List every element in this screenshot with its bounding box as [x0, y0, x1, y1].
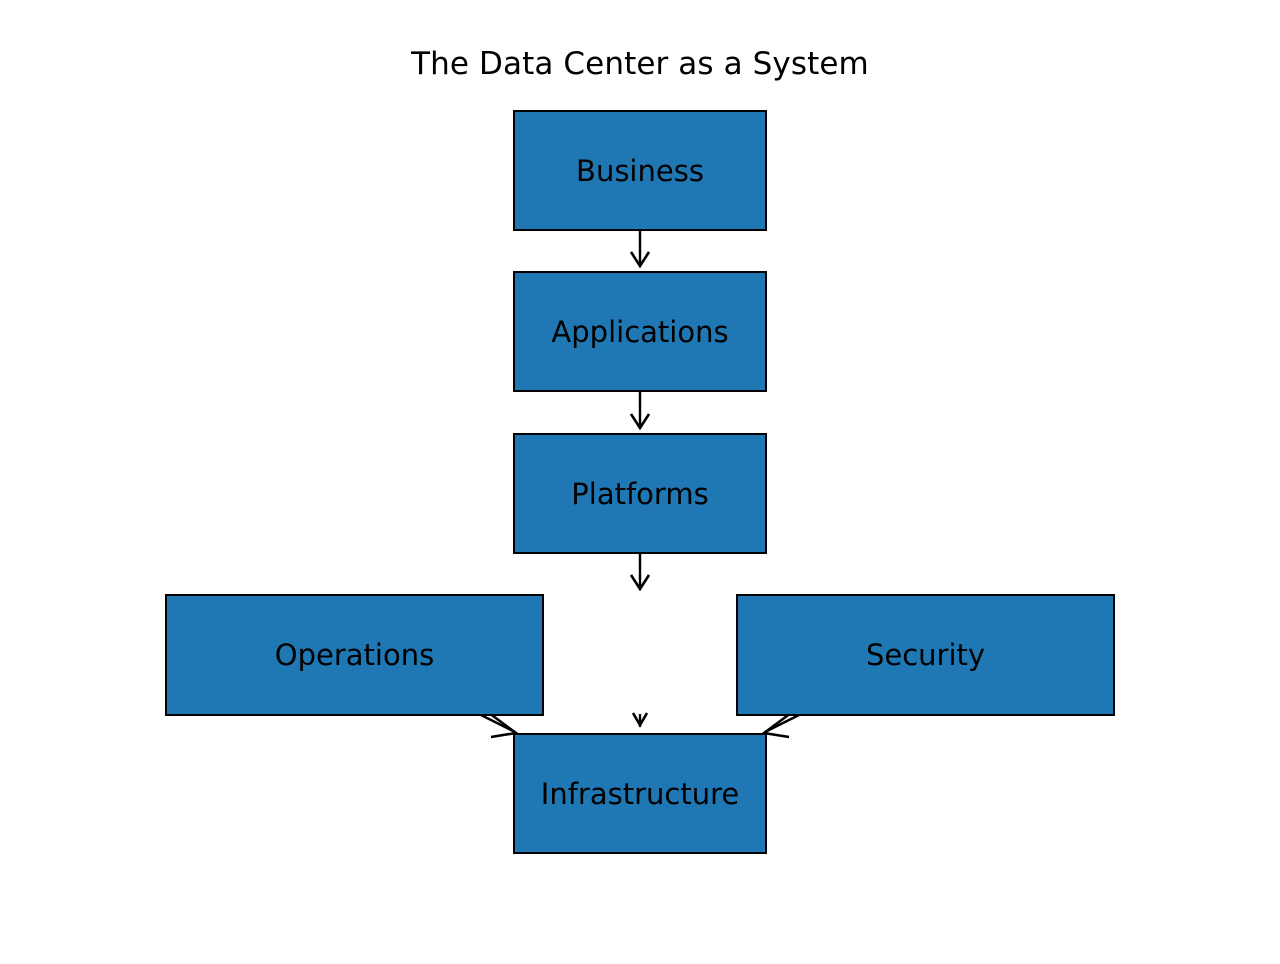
node-applications[interactable]: Applications: [513, 271, 767, 392]
node-business[interactable]: Business: [513, 110, 767, 231]
node-security-label: Security: [865, 638, 986, 672]
edge-business-to-applications: [629, 231, 651, 269]
page-title: The Data Center as a System: [411, 46, 869, 82]
node-applications-label: Applications: [551, 314, 729, 349]
node-infrastructure[interactable]: Infrastructure: [513, 733, 767, 854]
node-business-label: Business: [576, 153, 704, 188]
node-platforms[interactable]: Platforms: [513, 433, 767, 554]
edge-applications-to-platforms: [629, 392, 651, 431]
node-operations-label: Operations: [274, 638, 435, 672]
node-operations[interactable]: Operations: [165, 594, 544, 716]
edge-platforms-to-infrastructure: [629, 554, 651, 728]
node-platforms-label: Platforms: [571, 476, 709, 511]
node-infrastructure-label: Infrastructure: [540, 776, 740, 811]
node-security[interactable]: Security: [736, 594, 1115, 716]
